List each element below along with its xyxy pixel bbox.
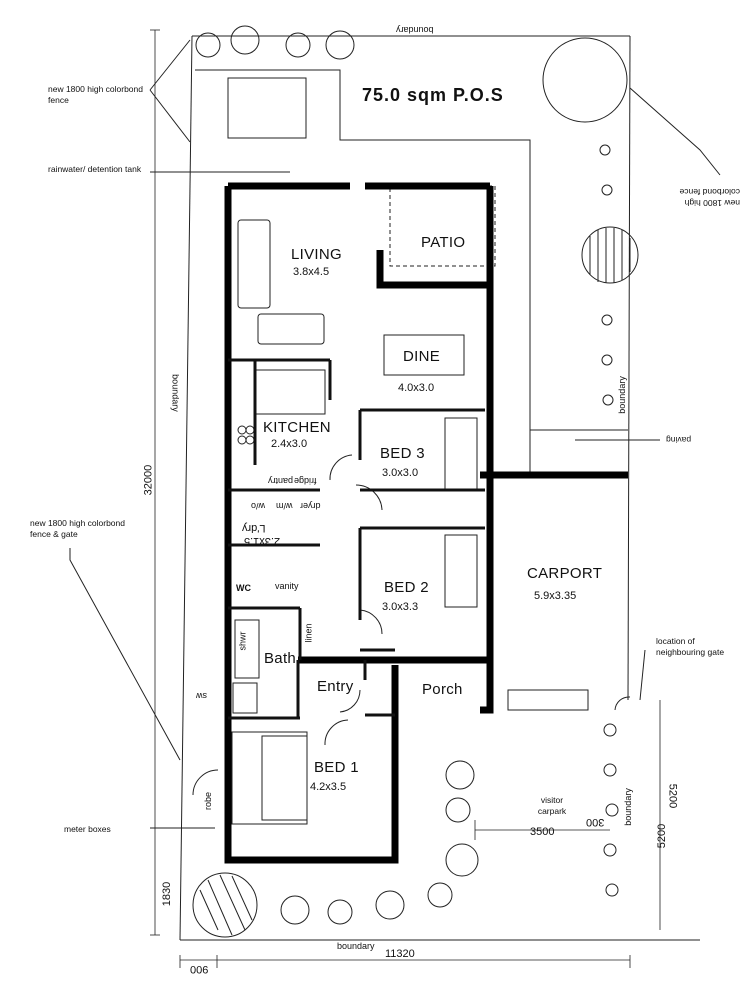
note-meter-boxes: meter boxes bbox=[64, 824, 111, 834]
note-rainwater-tank: rainwater/ detention tank bbox=[48, 164, 142, 174]
note-neighbouring-gate: location of neighbouring gate bbox=[656, 636, 725, 657]
room-carport-label: CARPORT bbox=[527, 565, 603, 582]
room-dine-size: 4.0x3.0 bbox=[398, 382, 435, 394]
right-boundary-line bbox=[627, 35, 631, 701]
dim-side-setback: 900 bbox=[190, 963, 209, 976]
label-boundary-bottom-right: boundary bbox=[622, 788, 633, 826]
room-carport-size: 5.9x3.35 bbox=[534, 590, 577, 602]
label-boundary-top: boundary bbox=[396, 24, 434, 35]
note-paving: paving bbox=[666, 435, 692, 445]
room-dine-label: DINE bbox=[403, 348, 441, 365]
pos-area-title: 75.0 sqm P.O.S bbox=[362, 85, 504, 105]
room-bed1-size: 4.2x3.5 bbox=[310, 781, 347, 793]
house-walls bbox=[224, 182, 628, 864]
label-boundary-left: boundary bbox=[170, 374, 181, 412]
dim-road-depth: 5200 bbox=[656, 823, 669, 849]
room-kitchen-size: 2.4x3.0 bbox=[271, 438, 308, 450]
label-boundary-bottom: boundary bbox=[337, 941, 375, 951]
dim-overall-width: 11320 bbox=[385, 948, 415, 960]
landscaping bbox=[192, 25, 639, 938]
room-bed3-size: 3.0x3.0 bbox=[382, 467, 419, 479]
room-bed2-label: BED 2 bbox=[384, 579, 429, 596]
note-visitor-carpark: visitor carpark bbox=[537, 795, 567, 816]
fixture-shower: shwr bbox=[237, 631, 248, 651]
room-bed2-size: 3.0x3.3 bbox=[382, 601, 419, 613]
fixture-fridge: fridge bbox=[294, 475, 317, 486]
room-entry-label: Entry bbox=[317, 678, 354, 695]
fixture-dryer: dryer bbox=[300, 500, 321, 511]
room-living-label: LIVING bbox=[291, 246, 342, 263]
note-fence-right: new 1800 high colorbond fence bbox=[679, 187, 741, 208]
room-wc-label: WC bbox=[236, 583, 251, 593]
room-bed3-label: BED 3 bbox=[380, 445, 425, 462]
left-boundary-line bbox=[179, 35, 193, 941]
room-laundry-size: 2.3x1.5 bbox=[244, 535, 281, 548]
room-laundry-label: L'dry bbox=[242, 522, 266, 535]
room-living-size: 3.8x4.5 bbox=[293, 266, 330, 278]
fixture-pantry: pantry bbox=[268, 475, 294, 486]
note-fence-and-gate: new 1800 high colorbond fence & gate bbox=[30, 518, 125, 539]
dim-front-setback: 1830 bbox=[161, 881, 174, 907]
room-bed1-label: BED 1 bbox=[314, 759, 359, 776]
room-porch-label: Porch bbox=[422, 681, 463, 698]
fixture-linen: linen bbox=[303, 623, 314, 643]
dim-road-label: 5200 bbox=[666, 783, 679, 809]
dim-overall-depth: 32000 bbox=[142, 464, 155, 496]
dim-carpark-gap: 300 bbox=[586, 816, 605, 829]
room-bath-label: Bath bbox=[264, 650, 297, 667]
note-fence-top-left: new 1800 high colorbond fence bbox=[48, 84, 143, 105]
fixture-vanity: vanity bbox=[275, 581, 299, 591]
label-boundary-right: boundary bbox=[616, 376, 627, 414]
fixture-washing-machine: w/m bbox=[276, 500, 293, 511]
dim-carpark-width: 3500 bbox=[530, 826, 555, 838]
room-kitchen-label: KITCHEN bbox=[263, 419, 331, 436]
fixture-robe: robe bbox=[203, 791, 214, 810]
room-patio-label: PATIO bbox=[421, 234, 466, 251]
fixture-sw: sw bbox=[196, 690, 207, 701]
fixture-wall-oven: w/o bbox=[251, 500, 266, 511]
